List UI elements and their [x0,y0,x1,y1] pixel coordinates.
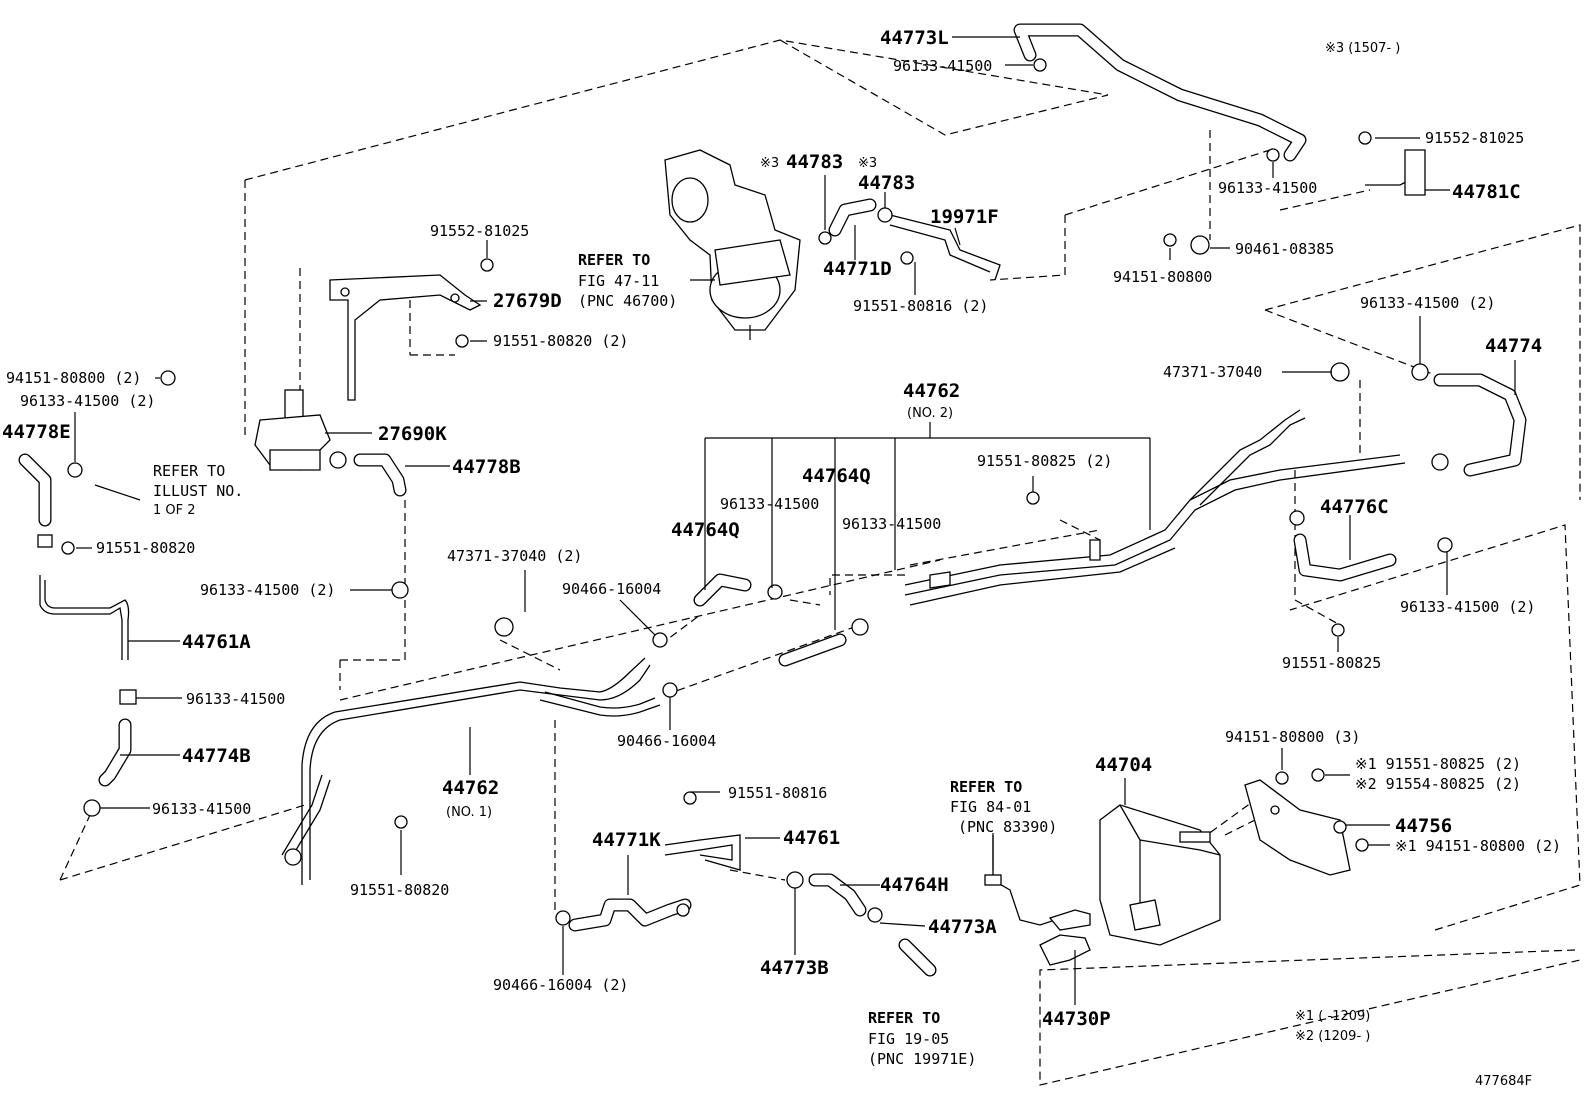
refer-illust-leader [94,484,141,501]
label-91551-80825-2-top: 91551-80825 (2) [977,452,1112,470]
label-94151-80800-2: 94151-80800 (2) [6,369,141,387]
refer-84-line2: FIG 84-01 [950,798,1031,816]
refer-19-line1: REFER TO [868,1009,940,1027]
label-96133-41500-c1: 96133-41500 [720,495,819,513]
label-44781C: 44781C [1452,181,1521,203]
label-44783-a-prefix: ※3 [760,156,779,171]
label-96133-41500-top: 96133-41500 [893,57,992,75]
label-47371-37040-2: 47371-37040 (2) [447,547,582,565]
label-44762-no2: 44762 [903,380,960,402]
fuel-vapor-pipes [39,155,1421,956]
refer-illust-line1: REFER TO [153,462,225,480]
dashed-outlines [59,39,1581,1086]
label-90466-16004-a: 90466-16004 [562,580,661,598]
refer-84-line1: REFER TO [950,778,1022,796]
label-91554-80825-2-x2: ※2 91554-80825 (2) [1355,775,1521,793]
label-44756: 44756 [1395,815,1452,837]
label-91551-80825-2-x1: ※1 91551-80825 (2) [1355,755,1521,773]
refer-illust-line2: ILLUST NO. [153,482,243,500]
label-44704: 44704 [1095,754,1152,776]
label-91552-81025-left: 91552-81025 [430,222,529,240]
label-44762-no1-sub: (NO. 1) [446,805,492,820]
label-44776C: 44776C [1320,496,1389,518]
label-44778B: 44778B [452,456,521,478]
refer-19-line2: FIG 19-05 [868,1030,949,1048]
bracket-44781C [1404,149,1426,196]
label-90461-08385: 90461-08385 [1235,240,1334,258]
refer-illust-line3: 1 OF 2 [153,503,196,518]
label-44762-no1: 44762 [442,777,499,799]
label-94151-80800: 94151-80800 [1113,268,1212,286]
label-44773L: 44773L [880,27,949,49]
label-44730P: 44730P [1042,1008,1111,1030]
refer-47-line3: (PNC 46700) [578,292,677,310]
label-44764Q-a: 44764Q [671,519,740,541]
label-44773A: 44773A [928,916,997,938]
refer-47-line1: REFER TO [578,251,650,269]
label-91551-80820-left: 91551-80820 [96,539,195,557]
label-96133-41500-2-left: 96133-41500 (2) [20,392,155,410]
label-94151-80800-3: 94151-80800 (3) [1225,728,1360,746]
label-44762-no2-sub: (NO. 2) [907,406,953,421]
clamps-and-bolts [37,58,1453,926]
note-1: ※1 ( -1209) [1295,1009,1370,1024]
label-96133-41500-right: 96133-41500 [1218,179,1317,197]
label-91551-80816-2: 91551-80816 (2) [853,297,988,315]
label-96133-41500-2-right: 96133-41500 (2) [1360,294,1495,312]
sensor-44730P [984,874,1091,966]
note-2: ※2 (1209- ) [1295,1029,1370,1044]
vsv-27690K [254,389,331,471]
label-44774: 44774 [1485,335,1542,357]
rubber-hoses [18,23,1527,977]
figure-id: 477684F [1475,1074,1532,1089]
label-44778E: 44778E [2,421,71,443]
label-44764H: 44764H [880,874,949,896]
note-3: ※3 (1507- ) [1325,41,1400,56]
label-44783-b-prefix: ※3 [858,156,877,171]
label-96133-41500-c2: 96133-41500 [842,515,941,533]
label-44783-b: 44783 [858,172,915,194]
label-44771D: 44771D [823,258,892,280]
label-91551-80820-2: 91551-80820 (2) [493,332,628,350]
canister-44704 [1099,804,1221,946]
label-90466-16004-2: 90466-16004 (2) [493,976,628,994]
label-44774B: 44774B [182,745,251,767]
label-27690K: 27690K [378,423,447,445]
label-44771K: 44771K [592,829,661,851]
refer-84-line3: (PNC 83390) [958,818,1057,836]
label-44764Q-b: 44764Q [802,465,871,487]
label-44761: 44761 [783,827,840,849]
refer-19-line3: (PNC 19971E) [868,1050,976,1068]
refer-47-line2: FIG 47-11 [578,272,659,290]
leader-lines [74,36,1516,1005]
label-96133-41500-lowerleft: 96133-41500 [186,690,285,708]
label-91552-81025-right: 91552-81025 [1425,129,1524,147]
label-96133-41500-2-farright: 96133-41500 (2) [1400,598,1535,616]
label-94151-80800-2-x1: ※1 94151-80800 (2) [1395,837,1561,855]
throttle-body-ref [664,149,801,340]
part-labels: 44773L 96133-41500 ※3 (1507- ) 91552-810… [2,27,1561,1089]
label-44773B: 44773B [760,957,829,979]
label-44783-a: 44783 [786,151,843,173]
label-91551-80816: 91551-80816 [728,784,827,802]
bracket-27679D [329,274,482,401]
label-91551-80825-right: 91551-80825 [1282,654,1381,672]
label-96133-41500-bottomleft: 96133-41500 [152,800,251,818]
label-91551-80820-bottom: 91551-80820 [350,881,449,899]
bracket-44756 [1244,779,1351,876]
label-90466-16004-b: 90466-16004 [617,732,716,750]
label-27679D: 27679D [493,290,562,312]
label-47371-37040: 47371-37040 [1163,363,1262,381]
label-96133-41500-2-midleft: 96133-41500 (2) [200,581,335,599]
label-19971F: 19971F [930,206,999,228]
label-44761A: 44761A [182,631,251,653]
